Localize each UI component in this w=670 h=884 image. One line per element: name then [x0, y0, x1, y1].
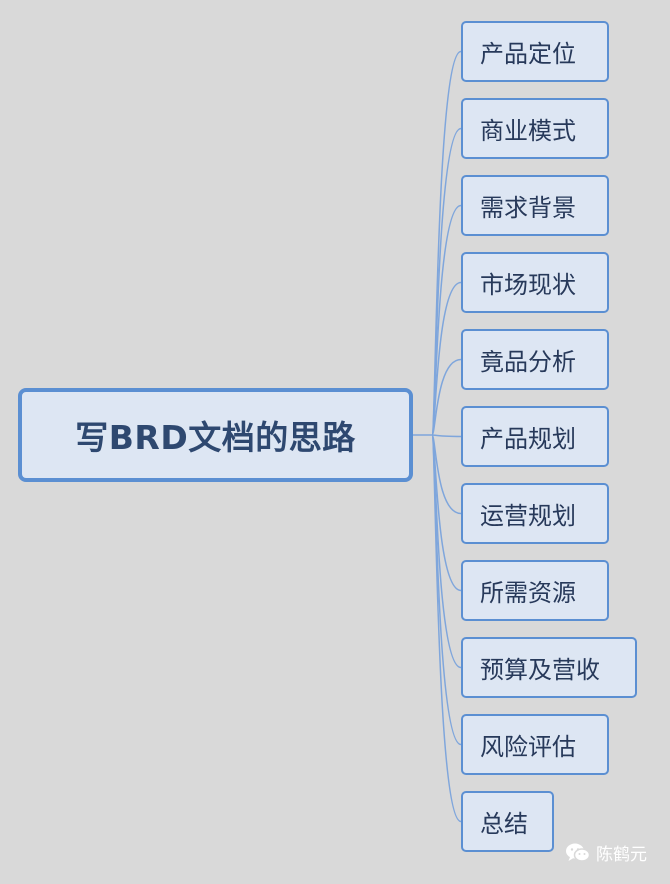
branch-label: 风险评估 [480, 733, 576, 761]
wechat-icon [566, 843, 591, 862]
branch-label: 预算及营收 [480, 656, 600, 684]
connector-line [431, 434, 462, 823]
branch-node-product-planning[interactable]: 产品规划 [461, 406, 609, 467]
root-node[interactable]: 写BRD文档的思路 [18, 388, 413, 482]
branch-node-risk-assessment[interactable]: 风险评估 [461, 714, 609, 775]
branch-node-business-model[interactable]: 商业模式 [461, 98, 609, 159]
branch-node-budget-revenue[interactable]: 预算及营收 [461, 637, 637, 698]
branch-node-competitor-analysis[interactable]: 竟品分析 [461, 329, 609, 390]
branch-label: 产品定位 [480, 40, 576, 68]
branch-node-operation-planning[interactable]: 运营规划 [461, 483, 609, 544]
branch-label: 竟品分析 [480, 348, 576, 376]
branch-label: 总结 [480, 810, 528, 838]
branch-label: 需求背景 [480, 194, 576, 222]
branch-label: 产品规划 [480, 425, 576, 453]
branch-node-required-resources[interactable]: 所需资源 [461, 560, 609, 621]
branch-node-product-positioning[interactable]: 产品定位 [461, 21, 609, 82]
branch-label: 市场现状 [480, 271, 576, 299]
branch-node-market-status[interactable]: 市场现状 [461, 252, 609, 313]
connector-line [431, 434, 462, 438]
branch-node-summary[interactable]: 总结 [461, 791, 554, 852]
connector-line [431, 358, 462, 436]
watermark-text: 陈鹤元 [596, 845, 647, 865]
author-watermark: 陈鹤元 [565, 840, 647, 865]
branch-label: 所需资源 [480, 579, 576, 607]
branch-label: 运营规划 [480, 502, 576, 530]
branch-label: 商业模式 [480, 117, 576, 145]
root-node-label: 写BRD文档的思路 [75, 418, 356, 457]
branch-node-requirement-background[interactable]: 需求背景 [461, 175, 609, 236]
